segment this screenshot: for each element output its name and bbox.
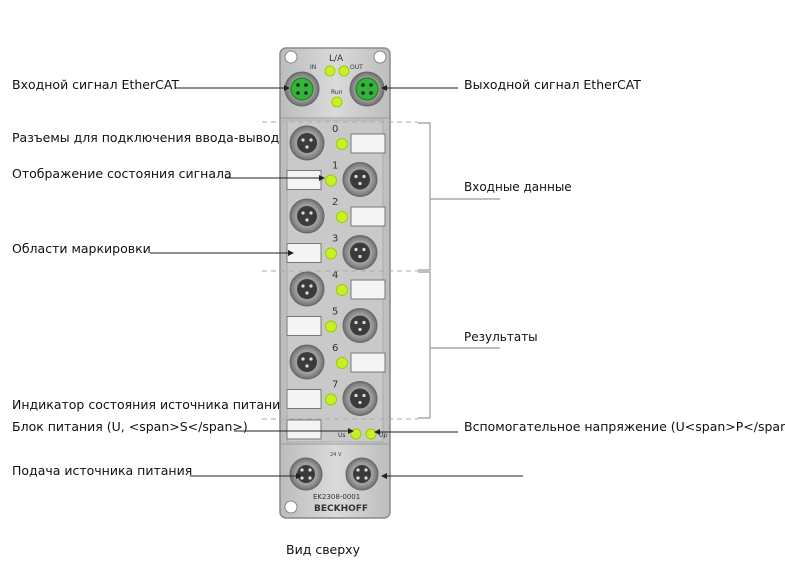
leader-arrows	[284, 85, 387, 479]
m8-pin-b-3	[362, 247, 366, 252]
m8-pin-a-6	[301, 357, 305, 361]
channel-led-4	[336, 284, 348, 296]
channel-number-1: 1	[332, 161, 338, 172]
channel-led-3	[325, 247, 337, 260]
label-input-data: Входные данные	[464, 180, 572, 194]
channel-number-5: 5	[332, 307, 338, 318]
channel-number-3: 3	[332, 234, 338, 245]
channel-group: 0 1 2 3 4 5 6 7	[286, 124, 386, 440]
device-brand: BECKHOFF	[314, 504, 368, 514]
label-marking-areas: Области маркировки	[12, 241, 151, 256]
led-run	[331, 96, 343, 108]
m8-connector-socket-7	[350, 388, 370, 409]
m8-pin-c-6	[305, 364, 309, 368]
m8-pin-a-4	[301, 284, 305, 288]
channel-number-6: 6	[332, 343, 338, 354]
channel-led-1	[325, 174, 337, 187]
m8-pin-b-7	[362, 393, 366, 398]
channel-number-7: 7	[332, 380, 338, 391]
device-label-la: L/A	[329, 54, 344, 64]
m8-pin-c-2	[305, 218, 309, 222]
led-up	[365, 428, 377, 440]
marking-field-2	[350, 206, 386, 227]
channel-led-7	[325, 393, 337, 406]
marking-field-7	[286, 389, 322, 409]
m8-pin-a-5	[354, 320, 358, 325]
label-m8-connectors: Разъемы для подключения ввода-вывода M8	[12, 130, 310, 145]
marking-field-6	[350, 352, 386, 373]
m8-connector-socket-5	[350, 315, 370, 336]
group-separators	[262, 121, 418, 420]
m8-connector-socket-3	[350, 242, 370, 263]
m8-pin-b-0	[309, 138, 313, 142]
m8-pin-c-3	[358, 254, 362, 259]
channel-number-2: 2	[332, 197, 338, 208]
brackets	[418, 122, 500, 419]
m8-pin-b-5	[362, 320, 366, 325]
channel-number-4: 4	[332, 270, 338, 281]
label-results: Результаты	[464, 330, 538, 344]
device-label-voltage: 24 V	[330, 452, 342, 458]
device-model: EK2308-0001	[313, 493, 360, 501]
m8-pin-a-2	[301, 211, 305, 215]
led-la-out	[338, 65, 350, 77]
m8-pin-b-6	[309, 357, 313, 361]
m8-connector-socket-4	[297, 279, 317, 299]
m8-pin-b-2	[309, 211, 313, 215]
marking-field-power	[286, 419, 322, 440]
m8-pin-a-7	[354, 393, 358, 398]
m8-pin-b-4	[309, 284, 313, 288]
m8-pin-c-7	[358, 400, 362, 405]
caption-top-view: Вид сверху	[286, 542, 360, 557]
marking-field-5	[286, 316, 322, 336]
m8-connector-socket-1	[350, 169, 370, 190]
m8-pin-a-3	[354, 247, 358, 252]
m8-pin-b-1	[362, 174, 366, 179]
channel-led-2	[336, 211, 348, 223]
m8-pin-a-0	[301, 138, 305, 142]
power-in-connector	[289, 457, 323, 491]
device-label-run: Run	[331, 89, 343, 96]
bracket-input-data	[418, 122, 431, 271]
m8-pin-a-1	[354, 174, 358, 179]
power-out-connector	[345, 457, 379, 491]
m8-connector-socket-2	[297, 206, 317, 226]
led-la-in	[324, 65, 336, 77]
marking-field-4	[350, 279, 386, 300]
label-ethercat-out: Выходной сигнал EtherCAT	[464, 77, 641, 92]
device-label-us: Us	[338, 432, 346, 439]
bracket-results	[418, 271, 431, 419]
channel-led-6	[336, 357, 348, 369]
leader-lines	[150, 87, 523, 477]
m8-pin-c-1	[358, 181, 362, 186]
label-power-unit: Блок питания (U, <span>S</span>)	[12, 419, 248, 434]
channel-led-0	[336, 138, 348, 150]
mount-hole-bottom-left	[284, 500, 298, 514]
device-label-out: OUT	[350, 64, 363, 71]
led-us	[350, 428, 362, 440]
label-ethercat-in: Входной сигнал EtherCAT	[12, 77, 180, 92]
channel-number-0: 0	[332, 124, 338, 135]
device-label-up: Up	[379, 432, 387, 439]
m8-connector-socket-0	[297, 133, 317, 153]
mount-hole-top-left	[284, 50, 298, 64]
channel-led-5	[325, 320, 337, 333]
ethercat-out-connector	[349, 71, 385, 107]
m8-pin-c-5	[358, 327, 362, 332]
m8-pin-c-4	[305, 291, 309, 295]
label-power-feed: Подача источника питания	[12, 463, 193, 478]
m8-connector-socket-6	[297, 352, 317, 372]
label-power-status: Индикатор состояния источника питания:	[12, 397, 293, 412]
m8-pin-c-0	[305, 145, 309, 149]
marking-field-0	[350, 133, 386, 154]
label-signal-status: Отображение состояния сигнала	[12, 166, 232, 181]
ethercat-in-connector	[284, 71, 320, 107]
device-label-in: IN	[310, 64, 316, 71]
mount-hole-top-right	[373, 50, 387, 64]
label-aux-voltage: Вспомогательное напряжение (U<span>P</sp…	[464, 419, 785, 434]
marking-field-1	[286, 170, 322, 190]
